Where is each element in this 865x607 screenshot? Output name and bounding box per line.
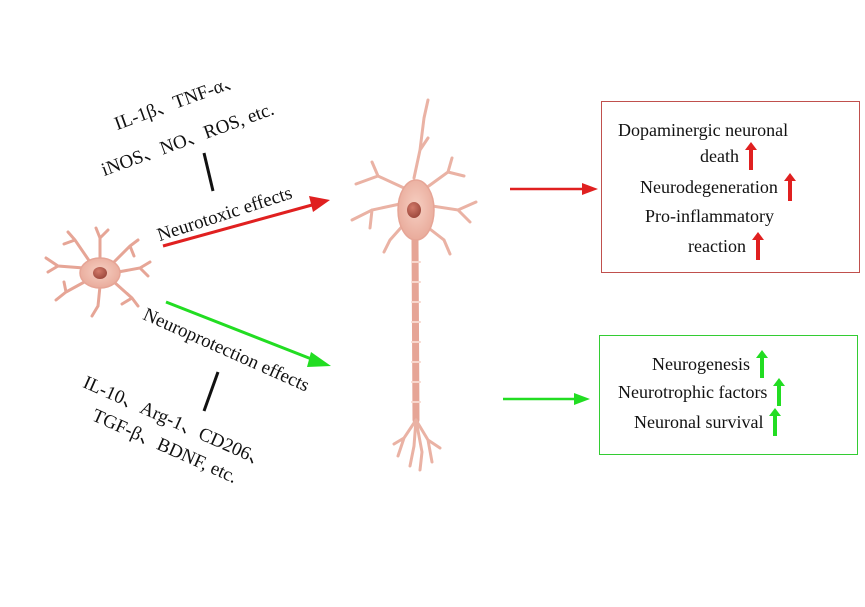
up-arrow-green-icon bbox=[755, 350, 768, 378]
neuroprotection-inhibit-bar bbox=[202, 371, 220, 412]
neurotoxic-arrow bbox=[162, 196, 330, 248]
neuroprotection-arrow bbox=[165, 300, 331, 367]
neurotoxic-inhibit-bar bbox=[202, 152, 215, 192]
outcome-death-text: death bbox=[700, 146, 739, 166]
outcome-proinflammatory-text: Pro-inflammatory bbox=[645, 206, 774, 226]
outcome-survival-line: Neuronal survival bbox=[634, 408, 782, 436]
up-arrow-red-icon bbox=[751, 232, 764, 260]
toxic-output-arrow bbox=[510, 183, 598, 195]
outcome-neurotrophic-line: Neurotrophic factors bbox=[618, 378, 786, 406]
outcome-survival-text: Neuronal survival bbox=[634, 412, 764, 432]
neuron-icon bbox=[350, 98, 478, 472]
protective-outcomes-box bbox=[599, 335, 858, 455]
outcome-reaction-text: reaction bbox=[688, 236, 746, 256]
outcome-neurotrophic-text: Neurotrophic factors bbox=[618, 382, 768, 402]
outcome-dopaminergic-line: Dopaminergic neuronal bbox=[618, 121, 788, 139]
outcome-dopaminergic-text: Dopaminergic neuronal bbox=[618, 120, 789, 140]
up-arrow-green-icon bbox=[769, 408, 782, 436]
microglia-cell-icon bbox=[44, 226, 152, 318]
outcome-neurodegeneration-text: Neurodegeneration bbox=[640, 177, 778, 197]
outcome-neurogenesis-text: Neurogenesis bbox=[652, 354, 750, 374]
outcome-neurogenesis-line: Neurogenesis bbox=[652, 350, 768, 378]
up-arrow-red-icon bbox=[783, 173, 796, 201]
outcome-neurodegeneration-line: Neurodegeneration bbox=[640, 173, 796, 201]
toxic-outcomes-box bbox=[601, 101, 860, 273]
up-arrow-red-icon bbox=[744, 142, 757, 170]
outcome-reaction-line: reaction bbox=[688, 232, 764, 260]
outcome-death-line: death bbox=[700, 142, 757, 170]
up-arrow-green-icon bbox=[773, 378, 786, 406]
protective-output-arrow bbox=[503, 393, 590, 405]
outcome-proinflammatory-line: Pro-inflammatory bbox=[645, 207, 774, 225]
